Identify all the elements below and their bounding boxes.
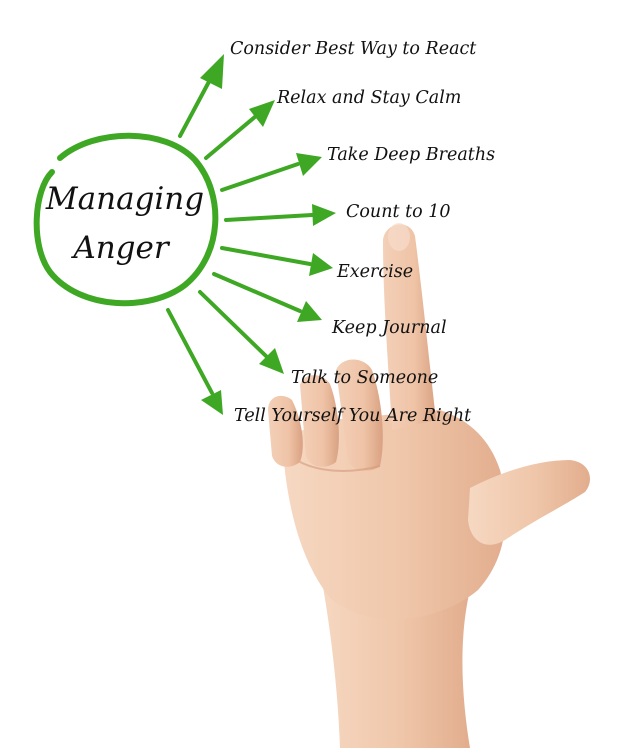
item-labels: Consider Best Way to React Relax and Sta…	[230, 39, 495, 426]
item-label-3: Take Deep Breaths	[327, 145, 495, 165]
index-finger-shape	[383, 224, 436, 430]
arrow-7	[198, 290, 284, 374]
item-label-6: Keep Journal	[331, 318, 447, 338]
arrow-1	[178, 54, 224, 138]
item-label-1: Consider Best Way to React	[230, 39, 477, 59]
palm-shape	[282, 410, 506, 620]
hand-illustration	[268, 223, 590, 748]
arrow-3	[220, 153, 322, 192]
center-circle: Managing Anger	[33, 132, 219, 307]
arrow-6	[212, 272, 322, 322]
finger-crease	[299, 461, 381, 472]
item-label-2: Relax and Stay Calm	[276, 88, 461, 108]
item-label-8: Tell Yourself You Are Right	[234, 406, 472, 426]
center-title-line-1: Managing	[45, 181, 204, 217]
arrow-5	[220, 246, 333, 276]
folded-finger-2	[300, 375, 339, 467]
item-label-5: Exercise	[336, 262, 413, 282]
item-label-4: Count to 10	[346, 202, 450, 222]
folded-finger-3	[336, 359, 383, 471]
arrow-2	[204, 100, 275, 160]
circle-stroke	[33, 132, 219, 307]
index-fingernail	[388, 223, 410, 251]
arrows	[166, 54, 336, 415]
center-title-line-2: Anger	[70, 230, 171, 266]
folded-finger-1	[268, 395, 303, 467]
thumb-shape	[468, 460, 590, 545]
arrow-4	[224, 204, 336, 226]
arrow-8	[166, 308, 223, 415]
item-label-7: Talk to Someone	[291, 368, 438, 388]
